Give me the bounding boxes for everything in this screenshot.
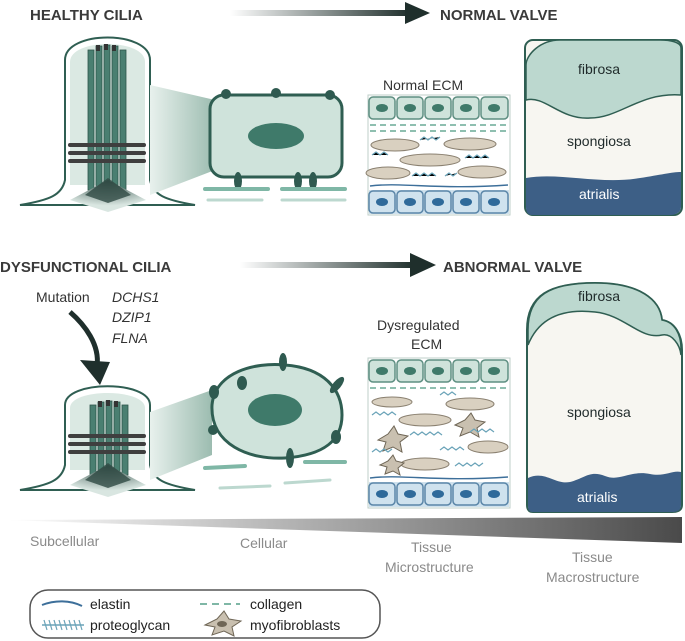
scale-subcellular: Subcellular (30, 533, 100, 549)
legend-collagen-label: collagen (250, 596, 302, 612)
heading-dysfunctional-cilia: DYSFUNCTIONAL CILIA (0, 259, 172, 276)
zoom-funnel-bottom (150, 390, 212, 480)
mutation-arrow (68, 310, 110, 385)
dysregulated-ecm-label-line1: Dysregulated (377, 317, 460, 333)
progression-arrow-top (230, 2, 430, 24)
dysfunctional-cell (203, 353, 347, 490)
gene-flna: FLNA (112, 330, 148, 346)
scale-tissue-macro-line2: Macrostructure (546, 569, 640, 585)
legend-elastin-icon (41, 600, 83, 607)
progression-arrow-bottom (240, 253, 436, 277)
legend-elastin-label: elastin (90, 596, 130, 612)
abnormal-fibrosa-label: fibrosa (578, 288, 620, 304)
healthy-cilium (19, 36, 196, 212)
normal-fibrosa-label: fibrosa (578, 61, 620, 77)
legend-myofibroblast-icon (203, 610, 243, 637)
legend-proteoglycan-label: proteoglycan (90, 617, 170, 633)
gene-dzip1: DZIP1 (112, 309, 152, 325)
zoom-funnel-top (150, 85, 215, 195)
dysregulated-ecm-label-line2: ECM (411, 336, 442, 352)
healthy-cell (203, 88, 347, 202)
legend-proteoglycan-icon (42, 619, 84, 631)
normal-valve: fibrosa spongiosa atrialis (524, 39, 683, 216)
abnormal-valve: fibrosa spongiosa atrialis (526, 281, 683, 513)
gene-dchs1: DCHS1 (112, 289, 159, 305)
normal-ecm-label: Normal ECM (383, 77, 463, 93)
abnormal-spongiosa-label: spongiosa (567, 404, 631, 420)
scale-gradient-wedge (5, 517, 682, 543)
scale-cellular: Cellular (240, 535, 288, 551)
normal-spongiosa-label: spongiosa (567, 133, 631, 149)
normal-atrialis-label: atrialis (579, 186, 619, 202)
dysfunctional-cilium (19, 385, 196, 497)
abnormal-atrialis-label: atrialis (577, 489, 617, 505)
heading-healthy-cilia: HEALTHY CILIA (30, 7, 143, 24)
scale-tissue-macro-line1: Tissue (572, 549, 613, 565)
scale-tissue-micro-line1: Tissue (411, 539, 452, 555)
legend-myofibroblasts-label: myofibroblasts (250, 617, 340, 633)
heading-normal-valve: NORMAL VALVE (440, 7, 558, 24)
scale-tissue-micro-line2: Microstructure (385, 559, 474, 575)
mutation-label: Mutation (36, 289, 90, 305)
dysregulated-ecm-block (367, 357, 511, 509)
heading-abnormal-valve: ABNORMAL VALVE (443, 259, 582, 276)
legend: elastin collagen proteoglycan myofibrobl… (29, 589, 381, 639)
normal-ecm-block (365, 94, 511, 216)
